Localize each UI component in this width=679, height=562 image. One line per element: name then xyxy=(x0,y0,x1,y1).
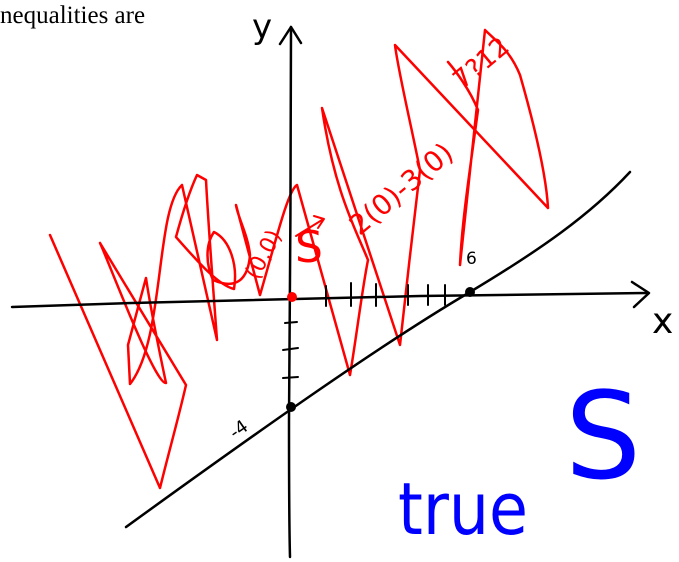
comparison-expression: 7?12 xyxy=(448,32,516,96)
substitution-expression: 2(0)-3(0) xyxy=(343,136,460,242)
x-axis-label: x xyxy=(652,301,673,342)
test-point-label: (0,0) xyxy=(241,226,288,284)
implies-arrow xyxy=(295,215,325,237)
axes xyxy=(10,25,651,559)
origin-test-point xyxy=(287,292,297,302)
boundary-line xyxy=(124,170,632,529)
printed-header-text: nequalities are xyxy=(0,2,146,29)
x-intercept-label: 6 xyxy=(466,249,477,269)
y-tick-1 xyxy=(284,321,298,324)
result-letter: S xyxy=(565,368,641,507)
y-axis xyxy=(287,25,293,559)
x-axis xyxy=(10,291,650,309)
y-tick-2 xyxy=(282,347,299,351)
result-word: true xyxy=(398,467,528,551)
y-axis-arrowhead xyxy=(278,25,303,46)
x-intercept-point xyxy=(465,287,475,297)
y-axis-label: y xyxy=(252,7,272,47)
y-intercept-point xyxy=(286,402,296,412)
tick-marks xyxy=(282,282,446,379)
shading-scribble xyxy=(48,28,550,490)
region-label-red: S xyxy=(295,222,323,273)
x-axis-arrowhead xyxy=(630,280,651,309)
y-tick-3 xyxy=(282,376,299,379)
